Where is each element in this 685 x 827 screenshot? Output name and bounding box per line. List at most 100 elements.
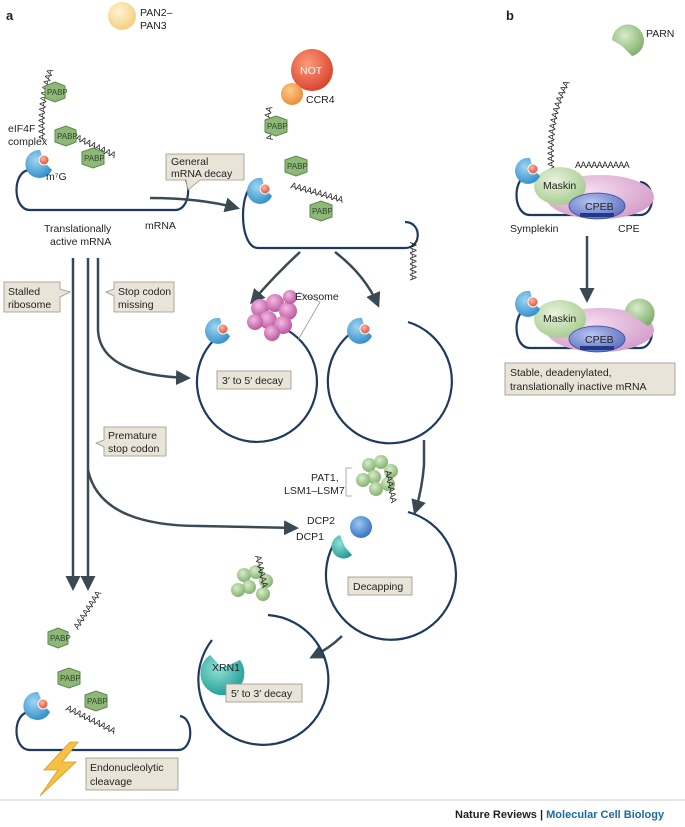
cpeb-label: CPEB xyxy=(585,334,614,346)
general-decay-text: mRNA decay xyxy=(171,168,233,180)
cpe-element xyxy=(580,213,614,217)
mrna-loop xyxy=(324,510,458,641)
pan2-pan3-complex xyxy=(108,2,136,30)
pabp-label: PABP xyxy=(267,122,288,131)
cpe-element xyxy=(580,346,614,350)
cpe-label: CPE xyxy=(618,223,640,235)
stop-codon-text: Stop codon xyxy=(118,286,171,298)
parn-protein xyxy=(612,24,644,56)
xrn1-label: XRN1 xyxy=(212,662,240,674)
dcp2-label: DCP2 xyxy=(307,515,335,527)
ccr4-protein xyxy=(281,83,303,105)
eif4f-label: eIF4F xyxy=(8,123,35,135)
deadenylated-mrna: AAAAAAA xyxy=(326,242,453,445)
pabp-label: PABP xyxy=(312,207,333,216)
pat1-bracket xyxy=(345,467,352,497)
arrow-to-xrn1 xyxy=(309,635,343,659)
m7g-label: m⁷G xyxy=(46,171,67,183)
five-to-three-decay: AAAAAA XRN1 5′ to 3′ decay xyxy=(197,554,330,746)
three-to-five-text: 3′ to 5′ decay xyxy=(222,375,284,387)
poly-a-tail: AAAAAAAA xyxy=(71,589,103,631)
maskin-protein xyxy=(534,167,586,205)
translationally-active-label: active mRNA xyxy=(50,236,111,248)
cpeb-label: CPEB xyxy=(585,201,614,213)
pan3-label: PAN3 xyxy=(140,20,167,32)
active-mrna: AAAAAAAAAAAAA AAAAAAAAAA PABP PABP PABP … xyxy=(8,2,190,248)
m7g-cap xyxy=(259,183,271,195)
pabp-protein xyxy=(309,200,333,222)
stalled-ribosome-text: ribosome xyxy=(8,299,51,311)
pabp-protein xyxy=(264,115,288,137)
eif4f-complex xyxy=(347,317,372,344)
parn-protein xyxy=(625,298,655,326)
pabp-label: PABP xyxy=(87,697,108,706)
pabp-protein xyxy=(284,155,308,177)
journal-credit: Nature Reviews | Molecular Cell Biology xyxy=(455,809,665,821)
not-complex xyxy=(291,49,333,91)
mrna-loop xyxy=(15,710,192,752)
stable-mrna-text: translationally inactive mRNA xyxy=(510,381,647,393)
eif4f-complex xyxy=(515,290,540,317)
poly-a-tail: AAAAAAAAAA xyxy=(289,180,344,205)
translationally-active-label: Translationally xyxy=(44,223,112,235)
lsm-ring xyxy=(231,565,273,601)
arrow-stop-codon-missing xyxy=(96,258,191,386)
stable-mrna-text: Stable, deadenylated, xyxy=(510,367,612,379)
stable-mrna-box xyxy=(504,362,676,396)
eif4f-complex xyxy=(247,177,272,204)
mrna-loop xyxy=(326,320,453,445)
general-decay-text: General xyxy=(171,156,208,168)
eif4f-complex xyxy=(205,317,230,344)
three-to-five-box xyxy=(216,370,292,390)
three-to-five-decay: Exosome 3′ to 5′ decay xyxy=(195,290,339,443)
stalled-ribosome-text: Stalled xyxy=(8,286,40,298)
panel-label-a: a xyxy=(6,8,14,23)
pabp-label: PABP xyxy=(50,634,71,643)
not-label: NOT xyxy=(300,65,323,77)
arrow-to-exosome xyxy=(250,251,301,305)
pabp-label: PABP xyxy=(60,674,81,683)
dcp2-protein xyxy=(350,516,372,538)
stable-inactive-mrna: Maskin CPEB Stable, deadenylated, transl… xyxy=(504,290,676,396)
poly-a-tail-line: AAAAAAAAAA xyxy=(575,160,630,170)
endonucleolytic-box xyxy=(85,757,179,791)
mrna-label: mRNA xyxy=(145,220,176,232)
deadenylating-mrna: AAAAAA AAAAAAAAAA NOT CCR4 PABP PABP PAB… xyxy=(242,49,419,250)
pabp-protein xyxy=(47,627,69,649)
exosome-complex xyxy=(247,290,297,341)
m7g-cap xyxy=(217,323,229,335)
eif4f-complex xyxy=(23,691,50,720)
pabp-protein xyxy=(81,147,105,169)
endonucleolytic-text: cleavage xyxy=(90,776,132,788)
poly-a-tail-arc: AAAAAAAAAAAAA xyxy=(37,67,56,140)
decapping-text: Decapping xyxy=(353,581,403,593)
eif4f-complex xyxy=(25,149,52,178)
endonucleolytic-text: Endonucleolytic xyxy=(90,762,164,774)
stop-codon-missing-callout: Stop codon missing xyxy=(105,281,175,313)
mrna-loop xyxy=(197,613,330,746)
arrow-general-decay xyxy=(149,196,240,213)
lightning-bolt-icon xyxy=(39,741,79,797)
decapping-mrna: DCP2 DCP1 Decapping xyxy=(296,510,458,641)
endonucleolytic-mrna: AAAAAAAA AAAAAAAAAA PABP PABP PABP Endon… xyxy=(15,589,192,797)
maskin-protein xyxy=(534,300,586,338)
five-to-three-text: 5′ to 3′ decay xyxy=(231,688,293,700)
m7g-cap xyxy=(37,698,49,710)
eif4f-complex xyxy=(515,157,540,184)
pabp-protein xyxy=(57,667,81,689)
five-to-three-box xyxy=(225,683,303,703)
exosome-label: Exosome xyxy=(295,291,339,303)
pabp-protein xyxy=(44,81,66,103)
cpeb-protein xyxy=(568,192,626,220)
m7g-cap xyxy=(359,323,371,335)
arrow-to-dcp xyxy=(86,469,299,536)
oligo-a-tail: AAAAAAA xyxy=(408,242,418,280)
ccr4-label: CCR4 xyxy=(306,94,335,106)
arrow-to-deadenylated xyxy=(334,251,381,308)
decapping-box xyxy=(347,576,413,596)
lsm-label: LSM1–LSM7 xyxy=(284,485,345,497)
